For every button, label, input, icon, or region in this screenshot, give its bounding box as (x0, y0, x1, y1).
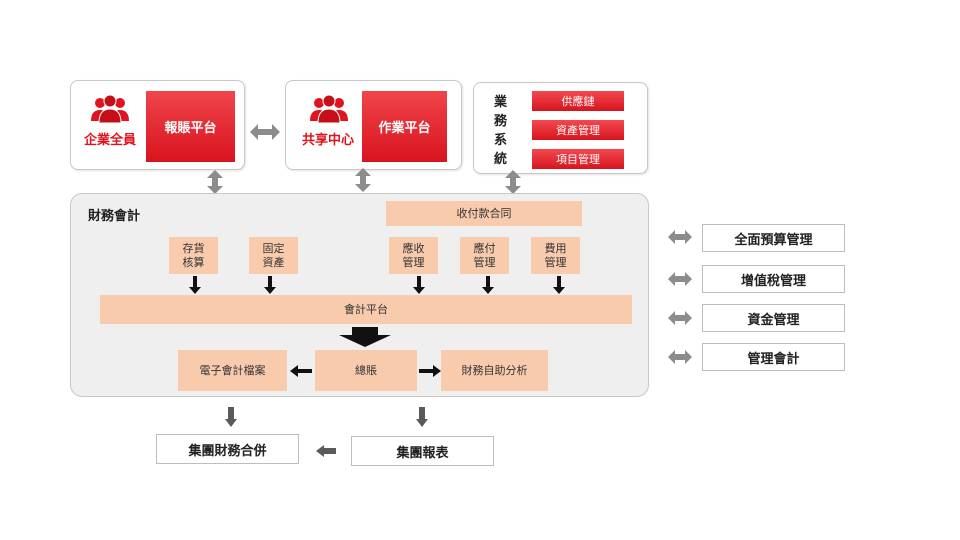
share-center-label: 共享中心 (301, 133, 354, 148)
management-accounting-box[interactable]: 管理會計 (702, 343, 845, 371)
double-arrow-icon (505, 170, 521, 194)
double-arrow-icon (668, 272, 692, 286)
payment-contract-box[interactable]: 收付款合同 (386, 201, 582, 226)
people-icon (308, 94, 350, 124)
double-arrow-icon (668, 350, 692, 364)
module-receivables[interactable]: 應收管理 (389, 237, 438, 274)
module-fixed-assets[interactable]: 固定資產 (249, 237, 298, 274)
general-ledger-box[interactable]: 總賬 (315, 350, 417, 391)
double-arrow-icon (668, 230, 692, 244)
budget-management-box[interactable]: 全面預算管理 (702, 224, 845, 252)
down-arrow-icon (413, 276, 425, 294)
report-card: 企業全員 報賬平台 (70, 80, 245, 170)
module-payables[interactable]: 應付管理 (460, 237, 509, 274)
double-arrow-icon (668, 311, 692, 325)
business-systems-title: 業務系統 (494, 95, 508, 167)
e-archive-box[interactable]: 電子會計檔案 (178, 350, 287, 391)
asset-management-bar[interactable]: 資產管理 (532, 120, 624, 140)
financial-accounting-title: 財務會計 (88, 209, 141, 224)
down-arrow-icon (264, 276, 276, 294)
big-down-arrow-icon (339, 327, 391, 347)
down-arrow-icon (482, 276, 494, 294)
right-arrow-icon (419, 365, 441, 377)
down-arrow-icon (225, 407, 237, 427)
group-consolidation-box[interactable]: 集團財務合併 (156, 434, 299, 464)
double-arrow-icon (250, 124, 280, 140)
left-arrow-icon (316, 445, 336, 457)
module-inventory[interactable]: 存貨核算 (169, 237, 218, 274)
vat-management-box[interactable]: 增值稅管理 (702, 265, 845, 293)
employees-label: 企業全員 (83, 133, 136, 148)
group-report-box[interactable]: 集團報表 (351, 436, 494, 466)
double-arrow-icon (207, 170, 223, 194)
self-service-analysis-box[interactable]: 財務自助分析 (441, 350, 548, 391)
fund-management-box[interactable]: 資金管理 (702, 304, 845, 332)
double-arrow-icon (355, 168, 371, 192)
down-arrow-icon (189, 276, 201, 294)
accounting-platform-bar[interactable]: 會計平台 (100, 295, 632, 324)
people-icon (89, 94, 131, 124)
supply-chain-bar[interactable]: 供應鏈 (532, 91, 624, 111)
down-arrow-icon (416, 407, 428, 427)
module-expenses[interactable]: 費用管理 (531, 237, 580, 274)
project-management-bar[interactable]: 項目管理 (532, 149, 624, 169)
operation-platform-box[interactable]: 作業平台 (362, 91, 447, 162)
report-platform-box[interactable]: 報賬平台 (146, 91, 235, 162)
down-arrow-icon (553, 276, 565, 294)
left-arrow-icon (290, 365, 312, 377)
business-systems-card: 業務系統 供應鏈 資產管理 項目管理 (473, 82, 648, 174)
share-center-card: 共享中心 作業平台 (285, 80, 462, 170)
